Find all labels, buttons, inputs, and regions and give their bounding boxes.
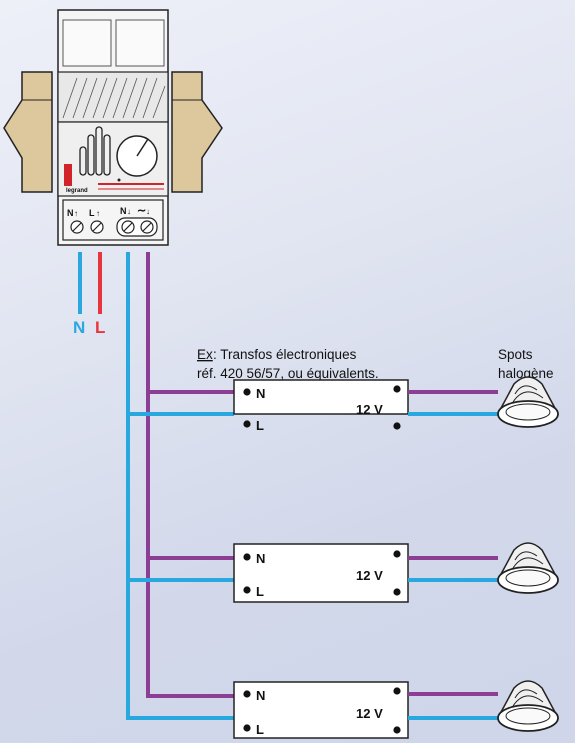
- svg-text:↑: ↑: [96, 209, 100, 218]
- lamps-label: Spots halogène: [498, 347, 554, 381]
- svg-text:↓: ↓: [127, 207, 131, 216]
- adjustment-slots: [79, 126, 111, 176]
- halogen-spot-1: [497, 376, 559, 428]
- transformer-3-pin-n: N: [256, 688, 265, 703]
- transformer-3-pin-l: L: [256, 722, 264, 737]
- transformer-1-voltage: 12 V: [356, 402, 383, 417]
- mounting-box: [3, 71, 223, 193]
- terminal-label-n: N: [67, 208, 74, 218]
- lamps-label-line1: Spots: [498, 347, 533, 362]
- transformer-note: Ex : Transfos électroniques réf. 420 56/…: [197, 347, 379, 381]
- transformer-3: N L 12 V: [233, 681, 409, 739]
- lamp-wires: [408, 390, 498, 720]
- transformer-2-voltage: 12 V: [356, 568, 383, 583]
- brand-mark: [64, 164, 72, 186]
- transformer-1-pin-l: L: [256, 418, 264, 433]
- svg-text:↑: ↑: [74, 209, 78, 218]
- terminal-label-n-out: N: [120, 206, 127, 216]
- note-prefix: Ex: [197, 347, 213, 362]
- supply-wires: [78, 252, 102, 314]
- transformer-1: N L 12 V: [233, 379, 409, 433]
- terminal-label-l: L: [89, 208, 95, 218]
- halogen-spot-2: [497, 542, 559, 594]
- lamps-label-line2: halogène: [498, 366, 554, 381]
- note-line2: réf. 420 56/57, ou équivalents.: [197, 366, 379, 381]
- terminal-screws: [70, 217, 158, 237]
- transformer-2: N L 12 V: [233, 543, 409, 603]
- dimmer-device: legrand N ↑ L ↑ N ↓ ∼ ↓: [57, 9, 169, 246]
- rotary-knob: [116, 135, 158, 182]
- note-line1: : Transfos électroniques: [213, 347, 357, 362]
- transformer-2-pin-l: L: [256, 584, 264, 599]
- wire-label-neutral: N: [73, 318, 85, 337]
- transformer-1-pin-n: N: [256, 386, 265, 401]
- output-wires: [126, 252, 234, 720]
- brand-logo: legrand: [66, 188, 88, 194]
- transformer-3-voltage: 12 V: [356, 706, 383, 721]
- svg-text:↓: ↓: [146, 207, 150, 216]
- wire-label-live: L: [95, 318, 105, 337]
- terminal-label-load: ∼: [137, 205, 146, 217]
- transformer-2-pin-n: N: [256, 551, 265, 566]
- halogen-spot-3: [497, 680, 559, 732]
